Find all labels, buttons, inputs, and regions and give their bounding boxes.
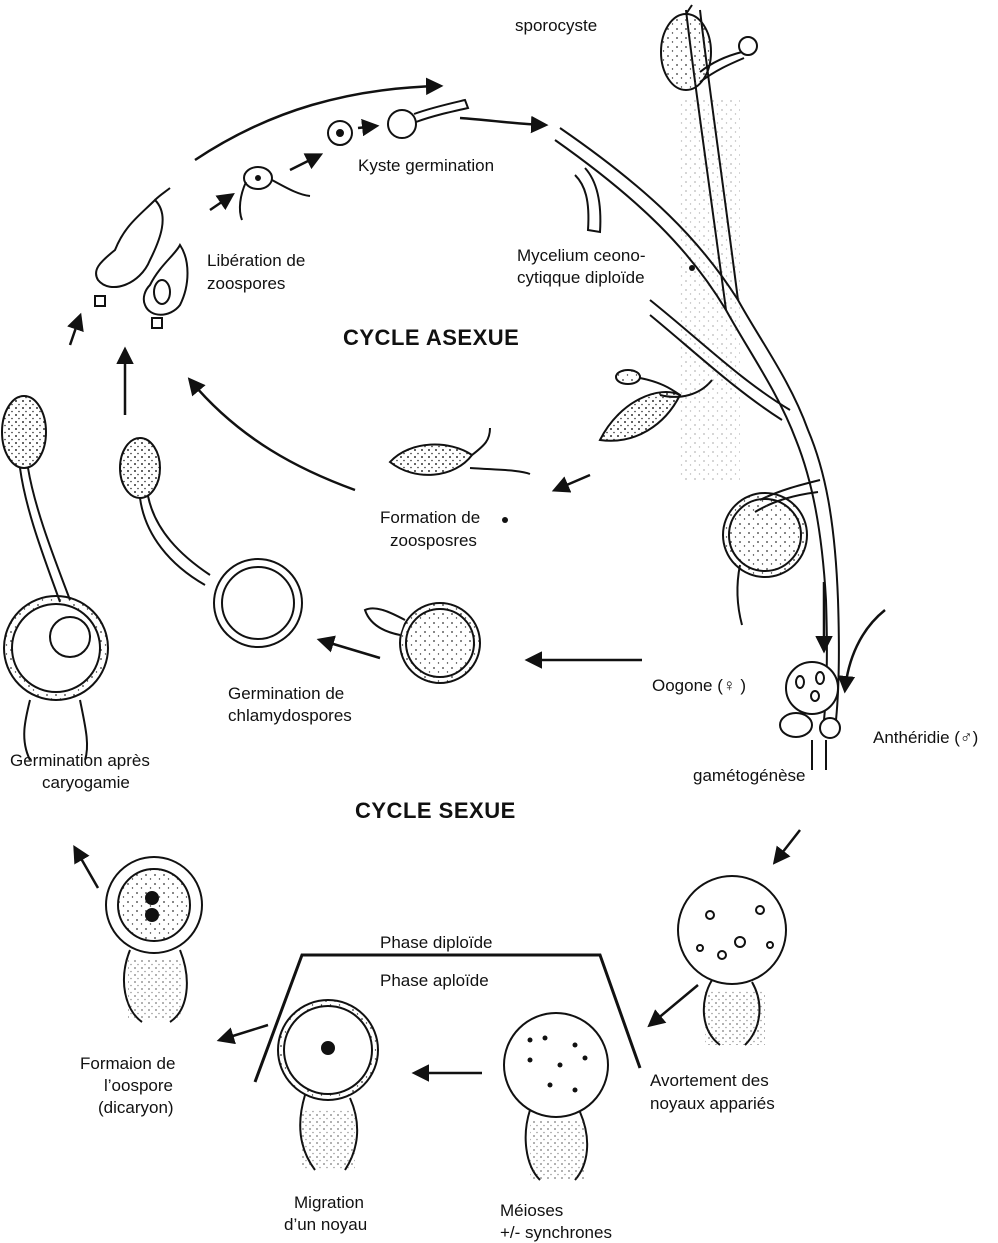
label-gametogenese: gamétogénèse [693, 765, 805, 786]
zoosporangium-icon [390, 428, 530, 475]
label-phase-aploide: Phase aploïde [380, 970, 489, 991]
sporocyst-on-hypha-icon [600, 370, 680, 441]
gametogenesis-cell-icon [678, 876, 786, 1045]
label-liberation-line1: Libération de [207, 250, 305, 271]
liberation-sporangia-icon [95, 188, 188, 328]
label-oospore-line2: l’oospore [104, 1075, 173, 1096]
label-oogone: Oogone (♀ ) [652, 675, 746, 696]
label-mycelium-line2: cytiqque diploïde [517, 267, 645, 288]
label-kyste-germination: Kyste germination [358, 155, 494, 176]
label-germ-caryo-line1: Germination après [10, 750, 150, 771]
label-germ-caryo-line2: caryogamie [42, 772, 130, 793]
label-liberation-line2: zoospores [207, 273, 285, 294]
title-cycle-asexue: CYCLE ASEXUE [343, 325, 519, 351]
oospore-cell-icon [106, 857, 202, 1022]
oogonium-hypha-icon [723, 493, 807, 625]
label-meioses-line1: Méioses [500, 1200, 563, 1221]
oogone-antheridie-icon [780, 662, 840, 770]
hypha-stipple [680, 100, 740, 480]
label-oospore-line3: (dicaryon) [98, 1097, 174, 1118]
label-oospore-line1: Formaion de [80, 1053, 175, 1074]
label-migration-line2: d’un noyau [284, 1214, 367, 1235]
label-meioses-line2: +/- synchrones [500, 1222, 612, 1243]
speck [502, 517, 508, 523]
label-germ-chlamy-line1: Germination de [228, 683, 344, 704]
germination-caryogamie-icon [2, 396, 108, 760]
label-sporocyste: sporocyste [515, 15, 597, 36]
label-germ-chlamy-line2: chlamydospores [228, 705, 352, 726]
label-migration-line1: Migration [294, 1192, 364, 1213]
label-formation-zoo-line2: zoosposres [390, 530, 477, 551]
label-antheridie: Anthéridie (♂) [873, 727, 978, 748]
label-mycelium-line1: Mycelium ceono- [517, 245, 646, 266]
label-avortement-line1: Avortement des [650, 1070, 769, 1091]
meiosis-cell-icon [504, 1013, 608, 1180]
migration-cell-icon [278, 1000, 378, 1170]
label-avortement-line2: noyaux appariés [650, 1093, 775, 1114]
label-formation-zoo-line1: Formation de [380, 507, 480, 528]
title-cycle-sexue: CYCLE SEXUE [355, 798, 516, 824]
label-phase-diploide: Phase diploïde [380, 932, 492, 953]
speck [689, 265, 695, 271]
